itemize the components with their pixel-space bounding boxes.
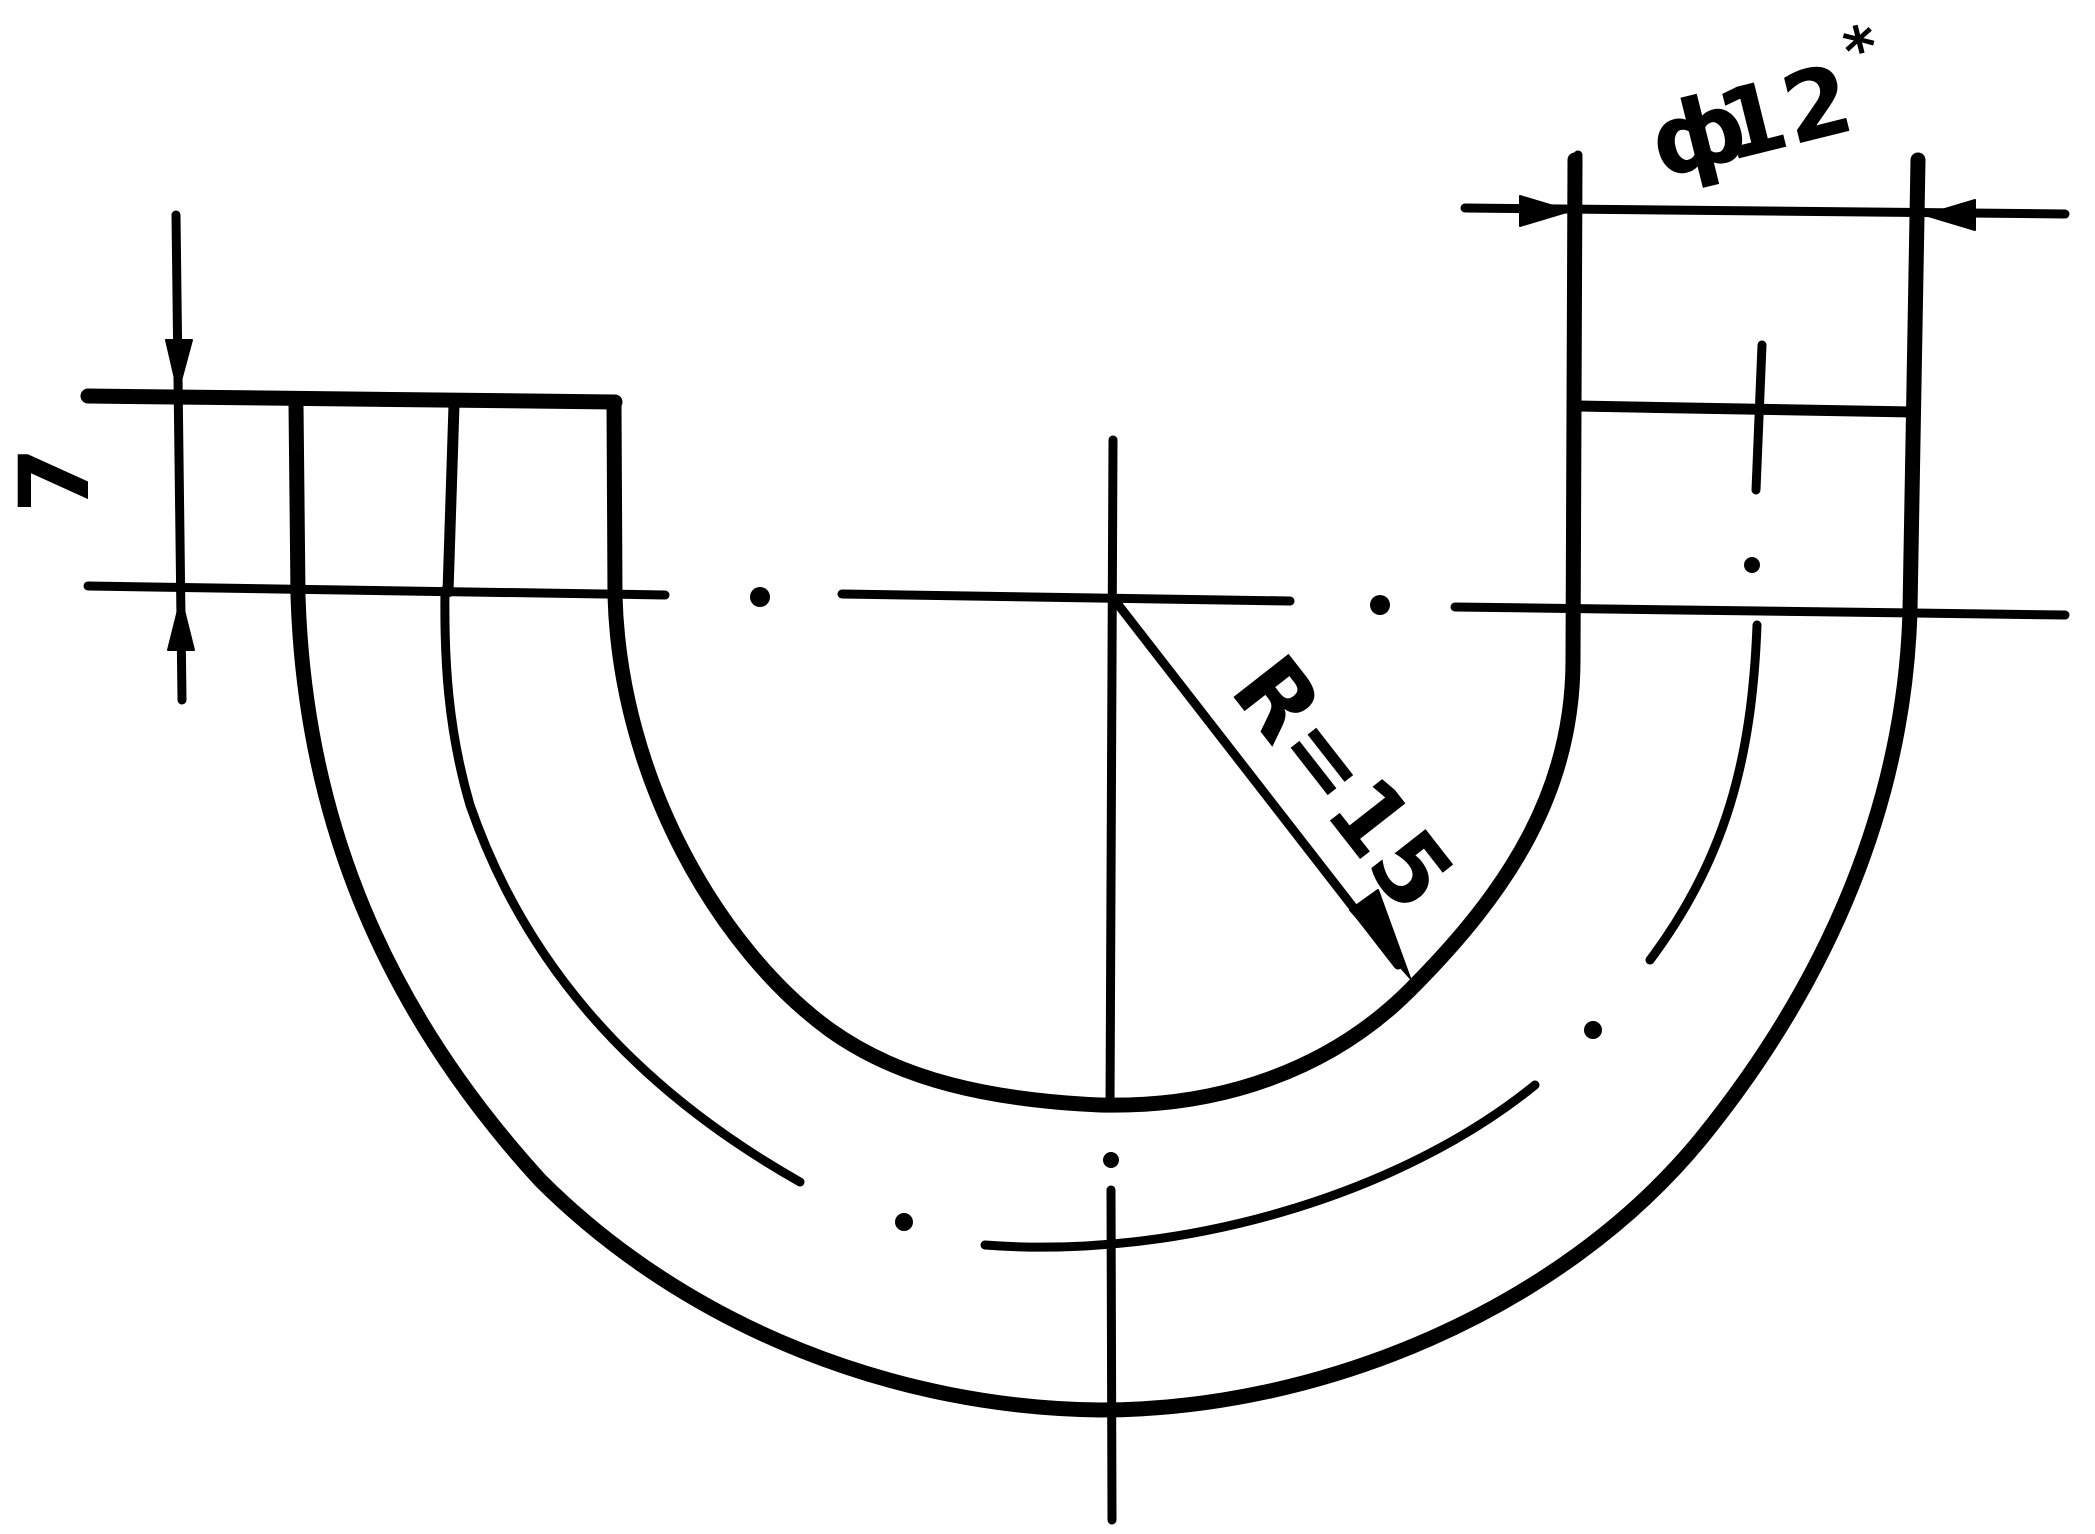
pipe-outline (80, 152, 1926, 1418)
height-dim-arrow-down (165, 339, 193, 393)
diameter-dim-arrow-right (1924, 199, 1976, 231)
radius-arrow (1349, 889, 1411, 979)
arc-centerline-right-segment (1645, 620, 1762, 965)
diameter-extension-left (1570, 150, 1583, 255)
right-end-inner-line (1572, 400, 1916, 418)
arc-centerline-dot (895, 1213, 913, 1231)
right-leg-axis-dot (1744, 557, 1760, 573)
centerlines (83, 340, 2070, 1525)
horizontal-centerline-dot (1370, 595, 1390, 615)
inner-wall (606, 152, 1583, 1113)
outer-wall (288, 152, 1926, 1418)
horizontal-centerline-middle-segment (837, 589, 1295, 606)
horizontal-centerline-left-segment (83, 581, 670, 600)
right-leg-axis-upper (1751, 340, 1767, 495)
arc-centerline-lower-segment (980, 1080, 1540, 1252)
left-end-face (80, 388, 623, 410)
vertical-centerline-upper (1105, 435, 1118, 1113)
height-dimension-label: 7 (0, 447, 111, 514)
height-dim-arrow-up (167, 597, 195, 651)
radius-leader-line (1108, 593, 1403, 970)
left-bore-line (442, 399, 460, 598)
vertical-centerline-lower (1106, 1185, 1117, 1525)
diameter-value: 12 (1706, 42, 1863, 183)
diameter-dim-arrow-left (1519, 195, 1571, 227)
arc-centerline-left-segment (440, 585, 805, 1187)
arc-centerline-dot (1584, 1021, 1602, 1039)
horizontal-centerline-right-segment (1450, 602, 2070, 620)
vertical-centerline-dot (1103, 1152, 1119, 1168)
horizontal-centerline-dot (750, 587, 770, 607)
